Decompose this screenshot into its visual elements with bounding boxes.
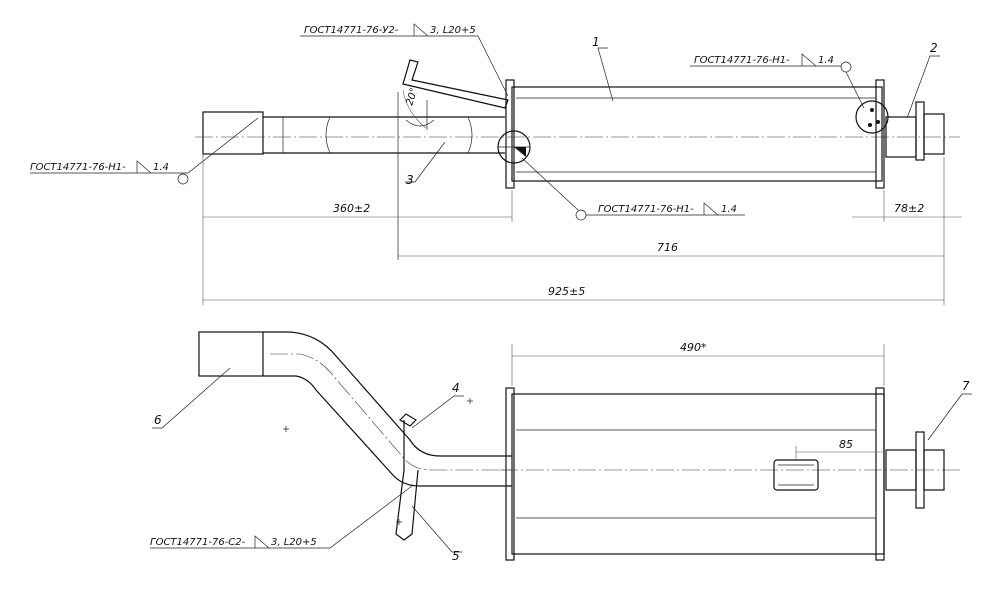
outlet-flange-top <box>915 101 925 161</box>
muffler-rear-flange-bottom <box>875 387 885 561</box>
hanger-isolator <box>773 459 819 491</box>
muffler-body-bottom <box>511 393 885 555</box>
muffler-body-top <box>511 86 883 182</box>
weld-note-left: ГОСТ14771-76-Н1- <box>30 162 126 173</box>
weld-note-mid: ГОСТ14771-76-Н1- <box>598 204 694 215</box>
dim-angle-20: 20° <box>404 87 420 107</box>
callout-4: 4 <box>452 381 460 395</box>
dim-85: 85 <box>839 438 853 451</box>
labels: 1 2 3 4 5 6 7 ГОСТ14771-76-У2- 3, L20+5 … <box>30 25 970 563</box>
muffler-rear-flange <box>875 79 885 189</box>
weld-note-bottom: ГОСТ14771-76-С2- <box>150 537 246 548</box>
inlet-pipe-sleeve <box>202 111 264 155</box>
dim-78: 78±2 <box>894 202 924 215</box>
weld-joint-rear <box>855 100 889 134</box>
callout-6: 6 <box>154 413 162 427</box>
dim-360: 360±2 <box>333 202 370 215</box>
dim-716: 716 <box>657 241 678 254</box>
weld-note-bottom-tail: 3, L20+5 <box>271 537 317 548</box>
weld-note-right-tail: 1.4 <box>818 55 834 66</box>
bottom-view <box>150 331 972 561</box>
callout-2: 2 <box>930 41 938 55</box>
clamp-bracket-4 <box>399 413 417 427</box>
outlet-collar-bottom <box>923 449 945 491</box>
pipe-upper-edge <box>263 331 512 457</box>
weld-note-top-tail: 3, L20+5 <box>430 25 476 36</box>
weld-note-mid-tail: 1.4 <box>721 204 737 215</box>
dim-490: 490* <box>680 341 707 354</box>
tailpipe-tip <box>198 331 264 377</box>
top-view <box>30 23 962 305</box>
muffler-front-flange <box>505 79 515 189</box>
weld-note-top: ГОСТ14771-76-У2- <box>304 25 399 36</box>
hanger-bracket <box>402 59 509 109</box>
weld-note-left-tail: 1.4 <box>153 162 169 173</box>
callout-7: 7 <box>962 379 970 393</box>
weld-note-right: ГОСТ14771-76-Н1- <box>694 55 790 66</box>
pipe-lower-edge <box>263 375 512 487</box>
callout-3: 3 <box>406 173 414 187</box>
outlet-collar-top <box>923 113 945 155</box>
dim-925: 925±5 <box>548 285 585 298</box>
callout-1: 1 <box>592 35 600 49</box>
clamp-bracket-5 <box>395 420 419 541</box>
callout-5: 5 <box>452 549 460 563</box>
muffler-front-flange-bottom <box>505 387 515 561</box>
